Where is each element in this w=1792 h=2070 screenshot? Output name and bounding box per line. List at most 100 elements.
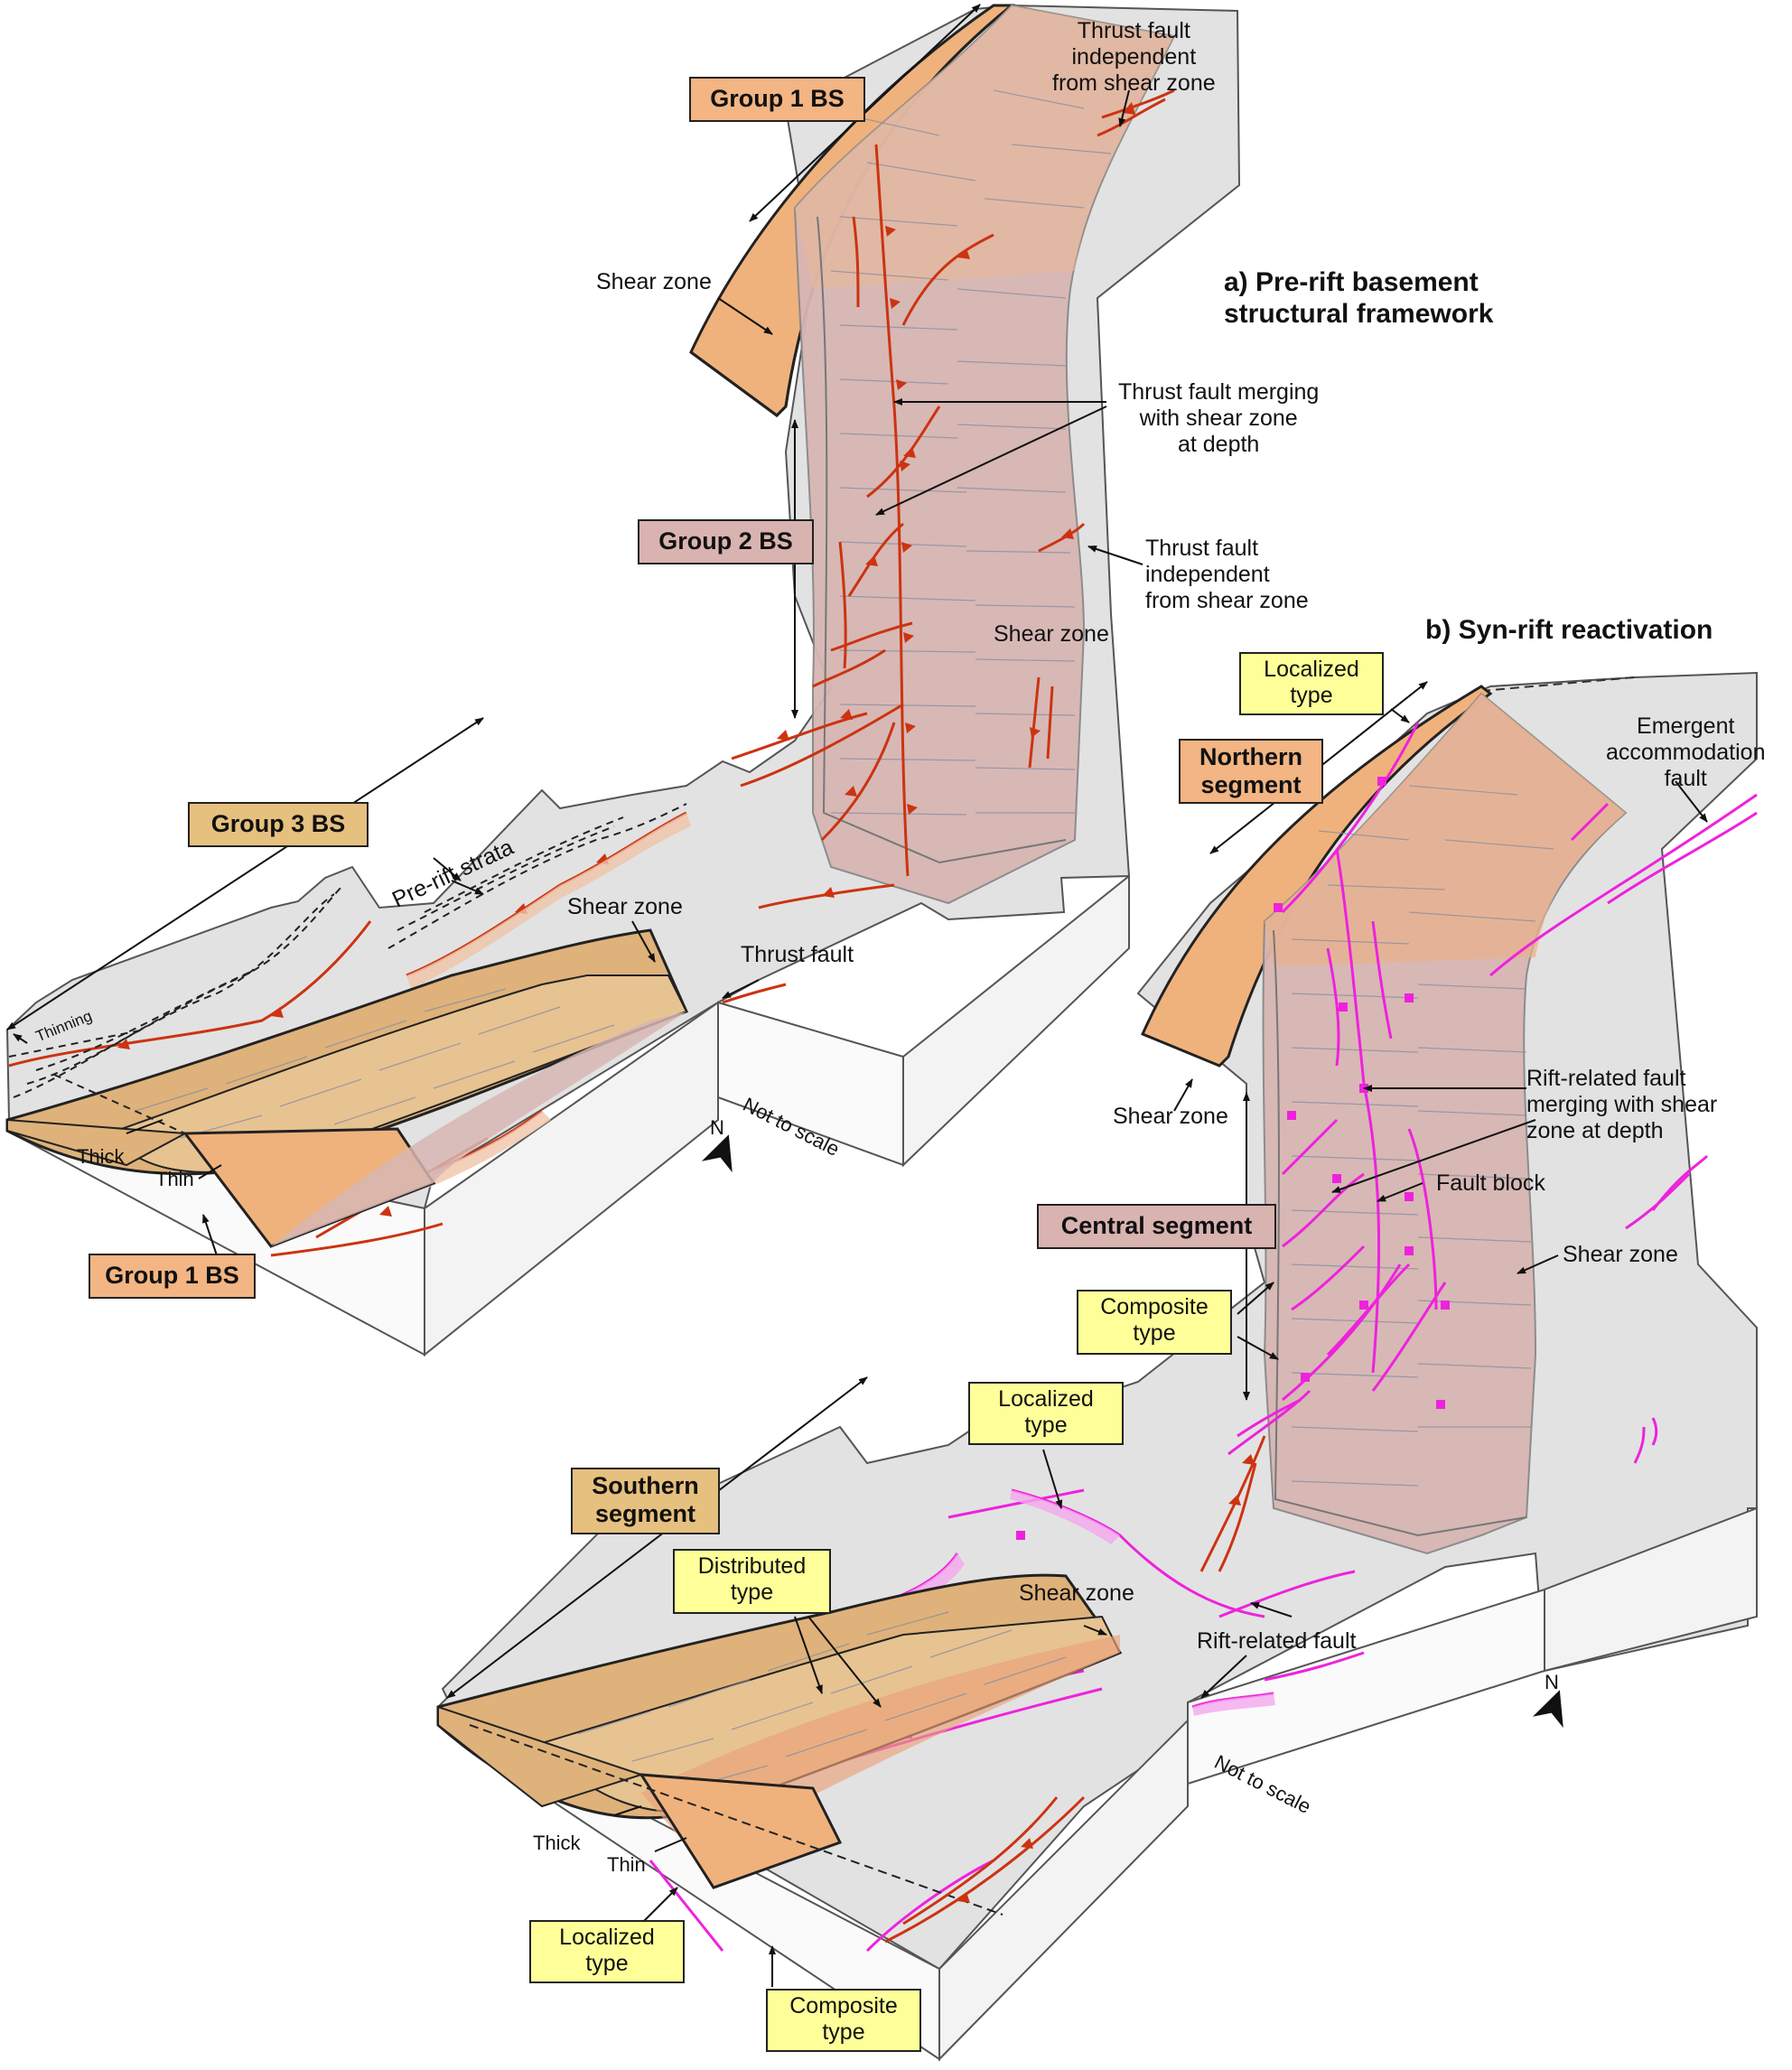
thrust-independent-top-line-3: from shear zone [1052, 70, 1216, 96]
panel-b-shear-zone-left-text: Shear zone [1113, 1104, 1228, 1129]
panel-b-shear-zone-right-text: Shear zone [1563, 1242, 1678, 1267]
panel-a-shear-zone-mid-text: Shear zone [994, 621, 1109, 647]
fault-block-text: Fault block [1436, 1170, 1545, 1196]
panel-b-block [436, 671, 1758, 2062]
panel-b-thin-label: Thin [607, 1853, 646, 1877]
panel-a-thrust-teeth [117, 102, 1135, 1217]
composite-mid-line-1: Composite [1100, 1294, 1209, 1319]
panel-b-shear-zone-south-text: Shear zone [1019, 1580, 1134, 1606]
thrust-independent-mid-label: Thrust fault independent from shear zone [1145, 536, 1309, 614]
panel-b-shear-zone-south-label: Shear zone [1019, 1580, 1134, 1607]
group2-bs-label: Group 2 BS [638, 519, 814, 564]
panel-a-north-arrow-icon [701, 1134, 733, 1173]
panel-a-shear-zone-south-label: Shear zone [567, 894, 683, 920]
localized-mid-line-2: type [1024, 1413, 1068, 1438]
composite-type-mid-label: Composite type [1077, 1290, 1232, 1355]
panel-b-thick-label: Thick [533, 1832, 581, 1855]
group3-bs-text: Group 3 BS [210, 810, 346, 837]
rift-merging-line-1: Rift-related fault [1526, 1066, 1686, 1091]
distributed-line-2: type [730, 1580, 774, 1605]
composite-type-bottom-label: Composite type [766, 1989, 921, 2052]
panel-b-wedge-dash [469, 1724, 1003, 1916]
panel-b-title: b) Syn-rift reactivation [1425, 614, 1713, 646]
panel-b-foliation [1291, 785, 1554, 1487]
thrust-fault-text: Thrust fault [741, 942, 854, 967]
emergent-line-1: Emergent [1637, 713, 1735, 739]
northern-line-2: segment [1200, 771, 1302, 798]
southern-line-2: segment [594, 1500, 696, 1527]
composite-bottom-line-2: type [822, 2019, 865, 2045]
panel-a-shear-zone-left-text: Shear zone [596, 269, 712, 294]
panel-a-shear-zone-inner [817, 216, 1067, 864]
panel-a-north-text: N [710, 1116, 724, 1139]
thrust-merging-line-1: Thrust fault merging [1118, 379, 1320, 405]
panel-a-title-line-1: a) Pre-rift basement [1224, 267, 1479, 297]
panel-b-title-text: b) Syn-rift reactivation [1425, 615, 1713, 645]
panel-a-wedge-dash [53, 1074, 186, 1134]
panel-b-red-teeth [957, 1454, 1255, 1903]
panel-a-thin-label: Thin [155, 1168, 194, 1191]
panel-b-thin-text: Thin [607, 1853, 646, 1876]
group3-bs-label: Group 3 BS [188, 802, 369, 847]
panel-a-shear-zone-south-text: Shear zone [567, 894, 683, 919]
localized-top-line-1: Localized [1264, 657, 1359, 682]
panel-a-thin-text: Thin [155, 1168, 194, 1190]
panel-a-shear-zone-mid-label: Shear zone [994, 621, 1109, 648]
thrust-fault-label: Thrust fault [741, 942, 854, 968]
panel-a-title-line-2: structural framework [1224, 299, 1494, 329]
localized-type-top-label: Localized type [1239, 652, 1384, 715]
panel-a-block [5, 4, 1241, 1357]
panel-b-front-face-mid [938, 1718, 1189, 2062]
group2-bs-text: Group 2 BS [658, 527, 793, 555]
panel-a-shear-zone-left-label: Shear zone [596, 269, 712, 295]
southern-segment-label: Southern segment [571, 1468, 720, 1534]
localized-top-line-2: type [1290, 683, 1333, 708]
composite-bottom-line-1: Composite [789, 1993, 898, 2019]
thrust-independent-top-line-1: Thrust fault [1077, 18, 1190, 43]
localized-type-mid-label: Localized type [968, 1382, 1124, 1445]
panel-b-red-thrusts [884, 1435, 1266, 1944]
central-segment-text: Central segment [1060, 1212, 1253, 1239]
panel-a-front-face-right [902, 873, 1130, 1168]
rift-merging-label: Rift-related fault merging with shear zo… [1526, 1066, 1717, 1144]
southern-line-1: Southern [592, 1472, 699, 1499]
emergent-line-3: fault [1664, 766, 1707, 791]
distributed-type-label: Distributed type [673, 1549, 831, 1614]
panel-a-wedge-left [6, 1118, 189, 1167]
northern-line-1: Northern [1199, 743, 1302, 770]
thrust-merging-label: Thrust fault merging with shear zone at … [1118, 379, 1319, 458]
rift-merging-line-2: merging with shear [1526, 1092, 1718, 1117]
rift-related-fault-text: Rift-related fault [1197, 1628, 1357, 1654]
panel-b-shear-zone-left-label: Shear zone [1113, 1104, 1228, 1130]
emergent-line-2: accommodation [1606, 740, 1766, 765]
localized-bottom-line-1: Localized [559, 1925, 655, 1950]
distributed-line-1: Distributed [697, 1553, 807, 1579]
emergent-fault-label: Emergent accommodation fault [1606, 713, 1765, 792]
group1-bs-label-bottom: Group 1 BS [89, 1254, 256, 1299]
central-segment-label: Central segment [1037, 1204, 1276, 1249]
thrust-independent-top-label: Thrust fault independent from shear zone [1052, 18, 1216, 97]
panel-b-back-dash [1480, 676, 1636, 692]
thrust-independent-mid-line-1: Thrust fault [1145, 536, 1259, 561]
thrust-merging-line-3: at depth [1177, 432, 1260, 457]
rift-related-fault-label: Rift-related fault [1197, 1628, 1356, 1655]
thrust-merging-line-2: with shear zone [1139, 406, 1298, 431]
panel-b-north-text: N [1545, 1671, 1559, 1693]
panel-a-foliation [830, 89, 1112, 816]
group1-bs-text-bottom: Group 1 BS [105, 1262, 239, 1289]
panel-b-front-face-right [1544, 1506, 1758, 1673]
panel-b-shear-zone-north-tone [1265, 694, 1626, 966]
panel-a-thick-label: Thick [77, 1145, 125, 1169]
panel-a-north-label: N [710, 1116, 724, 1140]
thrust-independent-mid-line-3: from shear zone [1145, 588, 1309, 613]
localized-bottom-line-2: type [585, 1951, 629, 1976]
panel-b-shear-zone-right-label: Shear zone [1563, 1242, 1678, 1268]
group1-bs-label-top: Group 1 BS [689, 77, 865, 122]
panel-a-thick-text: Thick [77, 1145, 125, 1168]
rift-merging-line-3: zone at depth [1526, 1118, 1664, 1143]
panel-b-shear-zone-inner [1273, 929, 1527, 1537]
panel-b-north-arrow-icon [1532, 1690, 1563, 1729]
localized-type-bottom-label: Localized type [529, 1920, 685, 1983]
